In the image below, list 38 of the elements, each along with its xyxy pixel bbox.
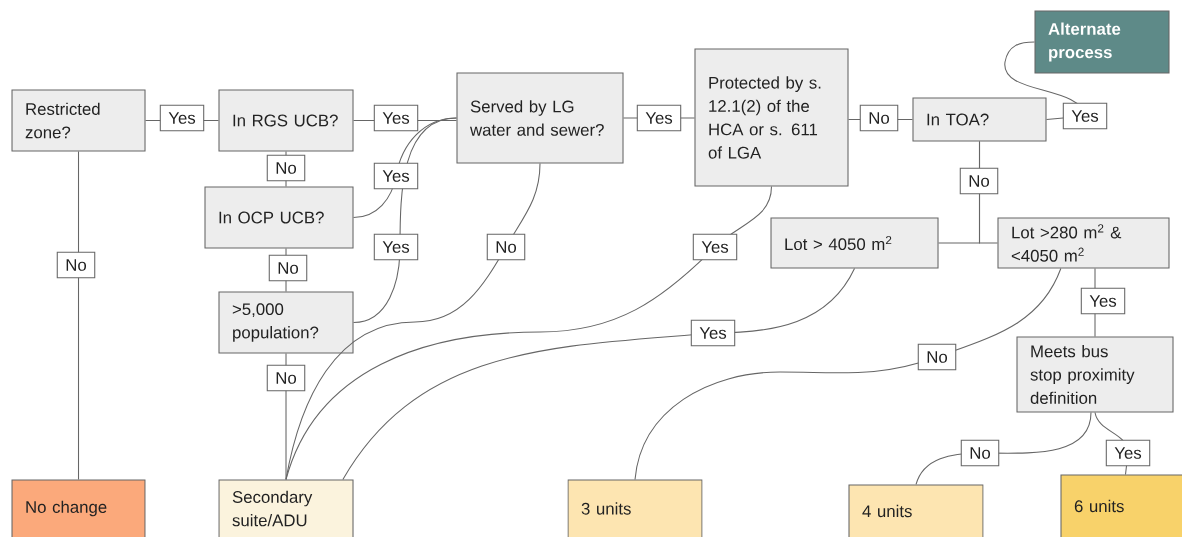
outcome-box: Secondary suite/ADU: [218, 479, 354, 537]
connector-line: [342, 268, 856, 480]
outcome-box: 4 units: [848, 484, 984, 537]
outcome-box: Alternate process: [1034, 10, 1170, 74]
edge-label: No: [917, 343, 957, 371]
edge-label: Yes: [373, 233, 419, 261]
question-box: In OCP UCB?: [204, 186, 354, 249]
question-box: In TOA?: [912, 97, 1047, 142]
edge-label: Yes: [373, 162, 419, 190]
edge-label: Yes: [1080, 287, 1126, 315]
condition-box: Lot >280 m$^{2}$ & <4050 m$^{2}$: [997, 217, 1170, 269]
outcome-box: 3 units: [567, 479, 703, 537]
edge-label: Yes: [1105, 439, 1151, 467]
edge-label: No: [56, 251, 96, 279]
connector-line: [77, 151, 80, 480]
edge-label: No: [268, 254, 308, 282]
question-box: In RGS UCB?: [218, 89, 354, 152]
edge-label: Yes: [692, 233, 738, 261]
edge-label: Yes: [373, 104, 419, 132]
question-box: Restricted zone?: [11, 89, 146, 152]
edge-label: Yes: [159, 104, 205, 132]
connector-line: [634, 268, 1062, 480]
question-box: Served by LG water and sewer?: [456, 72, 624, 164]
edge-label: No: [266, 364, 306, 392]
edge-label: No: [959, 167, 999, 195]
question-box: >5,000 population?: [218, 291, 354, 354]
edge-label: No: [486, 233, 526, 261]
edge-label: No: [960, 439, 1000, 467]
question-box: Protected by s. 12.1(2) of the HCA or s. 611 of LGA: [694, 48, 849, 187]
question-box: Meets bus stop proximity definition: [1016, 336, 1174, 413]
edge-label: Yes: [1062, 102, 1108, 130]
condition-box: Lot > 4050 m$^{2}$: [770, 217, 939, 269]
outcome-box: 6 units: [1060, 474, 1182, 537]
edge-label: Yes: [690, 319, 736, 347]
outcome-box: No change: [11, 479, 146, 537]
connector-line: [285, 186, 773, 480]
edge-label: No: [859, 104, 899, 132]
edge-label: Yes: [636, 104, 682, 132]
